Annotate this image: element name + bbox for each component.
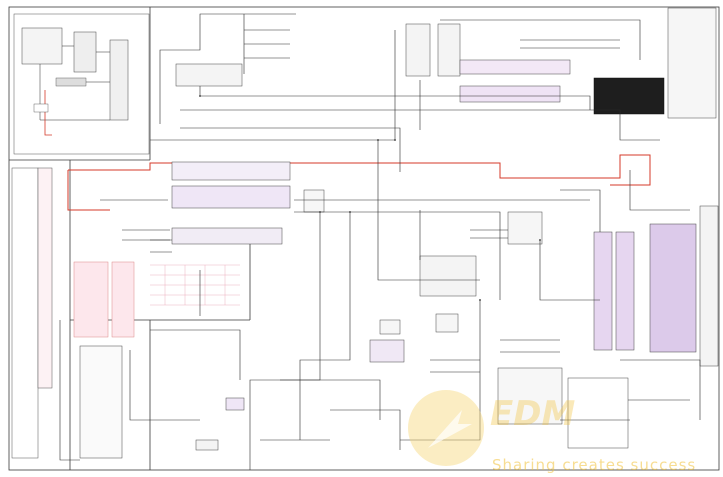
sheet-frame — [8, 6, 720, 471]
watermark-logo: EDM Sharing creates success — [408, 390, 696, 474]
center-connectors — [171, 63, 325, 245]
left-connector-table — [11, 167, 53, 459]
inset-top-left — [13, 13, 150, 155]
watermark-tagline: Sharing creates success — [492, 456, 696, 474]
watermark-wordmark: EDM — [490, 394, 575, 434]
right-purple-columns — [593, 205, 719, 367]
wire-network — [59, 13, 701, 470]
red-harness — [67, 154, 651, 211]
mid-connectors — [369, 211, 629, 449]
lower-left-cluster — [79, 345, 245, 459]
watermark-arrow-icon — [428, 410, 472, 448]
pink-grid-block — [73, 261, 240, 338]
top-right-connectors — [405, 7, 717, 119]
junction-dots — [199, 95, 541, 301]
